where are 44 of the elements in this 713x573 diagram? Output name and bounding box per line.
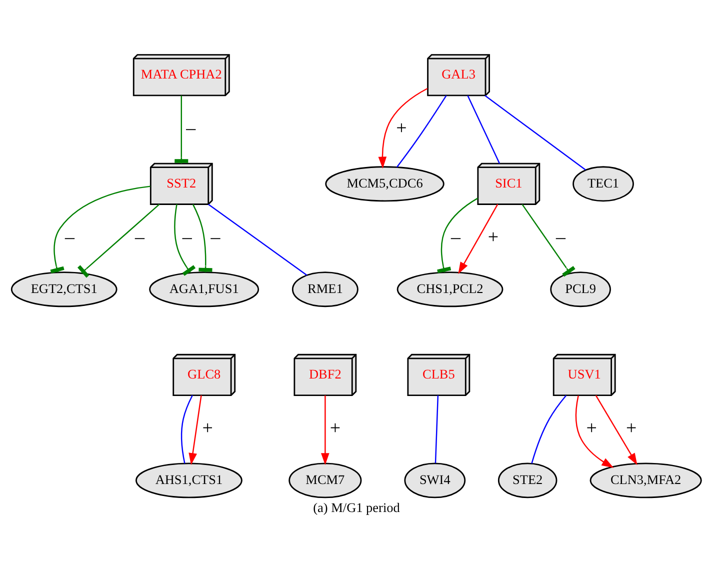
node-ellipse: AGA1,FUS1: [149, 271, 260, 307]
edge-label: –: [65, 226, 75, 248]
node-ellipse: MCM7: [288, 462, 362, 498]
connector: [434, 394, 439, 463]
node-ellipse: RME1: [292, 271, 358, 307]
edge-label: –: [556, 226, 566, 248]
edge-label: –: [450, 226, 460, 248]
edge-label: +: [396, 118, 407, 139]
node-ellipse: SWI4: [404, 462, 466, 498]
node-ellipse: STE2: [498, 462, 558, 498]
connector: [396, 94, 447, 168]
node-ellipse: MCM5,CDC6: [325, 166, 444, 202]
connector: [531, 394, 567, 464]
arrow: [378, 87, 428, 168]
node-ellipse: CHS1,PCL2: [396, 271, 504, 307]
connector: [174, 204, 196, 276]
edge-label: +: [586, 418, 597, 439]
connector: [467, 94, 500, 164]
caption: (a) M/G1 period: [313, 499, 400, 514]
node-ellipse: EGT2,CTS1: [10, 271, 118, 307]
edge-label: –: [186, 118, 196, 139]
edge-label: +: [202, 418, 213, 439]
arrow: [188, 394, 202, 464]
edge-label: +: [488, 226, 499, 248]
arrow: [458, 204, 498, 274]
connector: [77, 203, 160, 278]
edge-label: +: [626, 418, 637, 439]
connector: [484, 94, 586, 170]
node-ellipse: AHS1,CTS1: [135, 462, 242, 498]
node-ellipse: TEC1: [572, 166, 634, 202]
edge-label: –: [210, 226, 220, 248]
connector: [437, 197, 478, 273]
connector: [180, 394, 193, 463]
connector: [522, 203, 576, 276]
arrow: [575, 394, 614, 468]
connector: [208, 203, 308, 276]
arrow: [321, 394, 330, 465]
arrow: [595, 394, 638, 465]
node-ellipse: CLN3,MFA2: [590, 462, 702, 498]
connector: [50, 185, 150, 273]
edge-label: +: [330, 418, 341, 439]
edge-label: –: [182, 226, 192, 248]
edge-label: –: [135, 226, 145, 248]
node-ellipse: PCL9: [550, 271, 611, 307]
